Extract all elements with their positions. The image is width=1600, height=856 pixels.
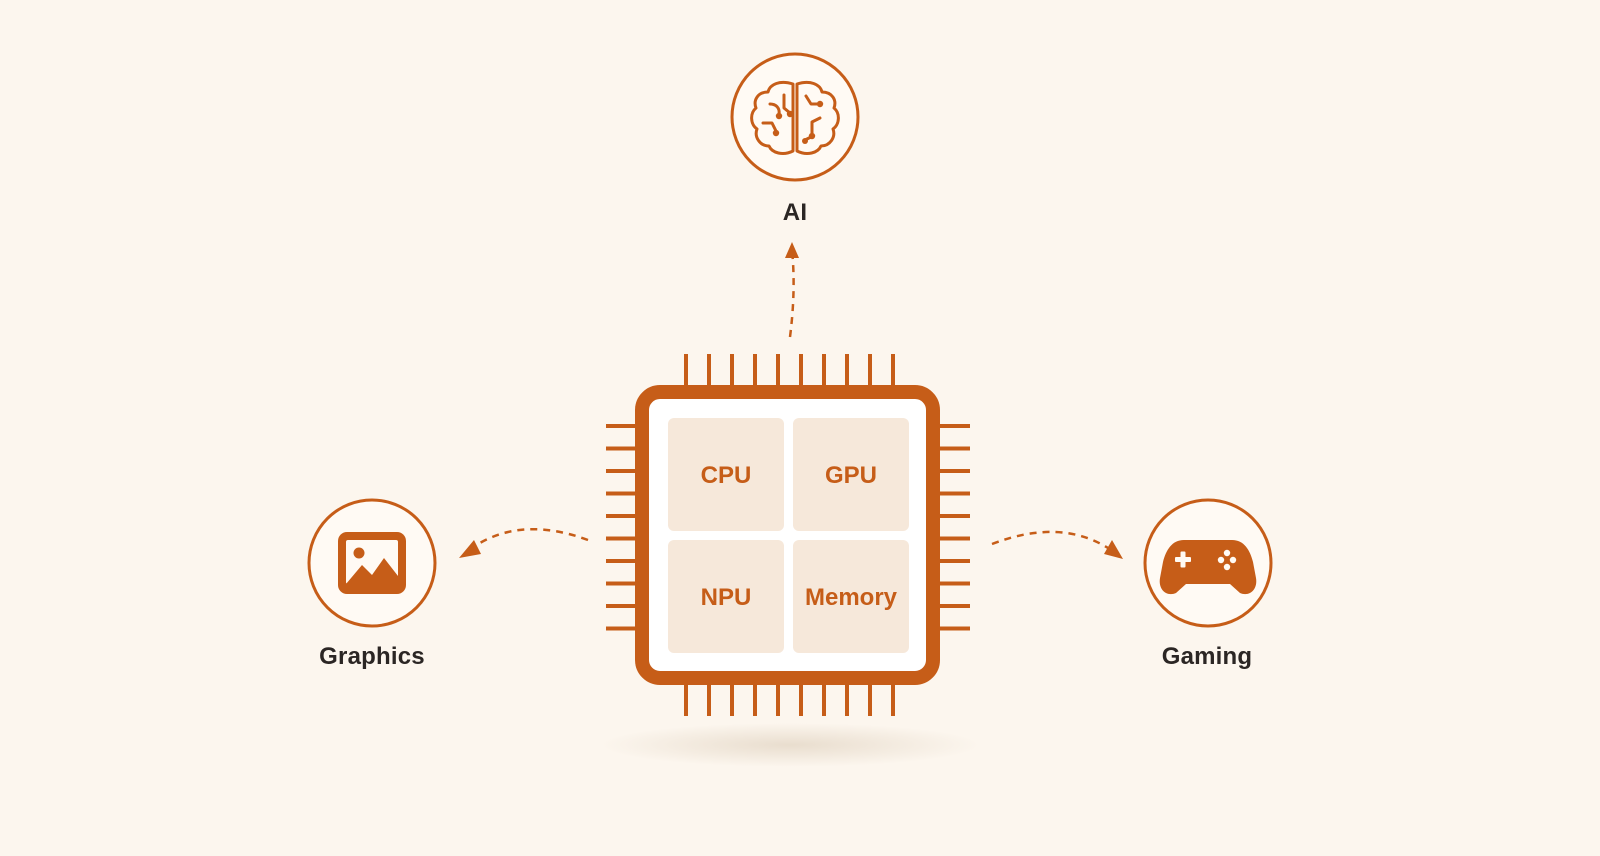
arrowhead-graphics — [459, 540, 481, 558]
node-ai-ring — [730, 52, 860, 182]
node-gaming — [1143, 498, 1273, 628]
chip-label-memory: Memory — [804, 584, 898, 611]
chip-label-gpu: GPU — [824, 462, 877, 489]
node-ai — [730, 52, 860, 182]
image-icon — [338, 532, 406, 594]
node-label-gaming: Gaming — [1161, 643, 1253, 670]
arrowhead-ai — [785, 242, 799, 258]
connector-to-graphics — [471, 527, 589, 550]
node-label-graphics: Graphics — [319, 643, 425, 670]
gamepad-icon — [1159, 540, 1257, 595]
cell-npu — [668, 540, 784, 653]
connector-to-ai — [788, 249, 795, 338]
node-label-ai: AI — [782, 199, 808, 226]
chip-label-cpu: CPU — [700, 462, 752, 489]
arrowhead-gaming — [1104, 540, 1123, 559]
connector-to-gaming — [991, 530, 1109, 550]
node-graphics — [307, 498, 437, 628]
cell-gpu — [793, 418, 909, 531]
chip-label-npu: NPU — [700, 584, 752, 611]
brain-circuit-nodes — [772, 100, 824, 144]
brain-circuit-icon — [750, 80, 840, 155]
chip-shadow — [600, 723, 980, 767]
cell-cpu — [668, 418, 784, 531]
cell-memory — [793, 540, 909, 653]
